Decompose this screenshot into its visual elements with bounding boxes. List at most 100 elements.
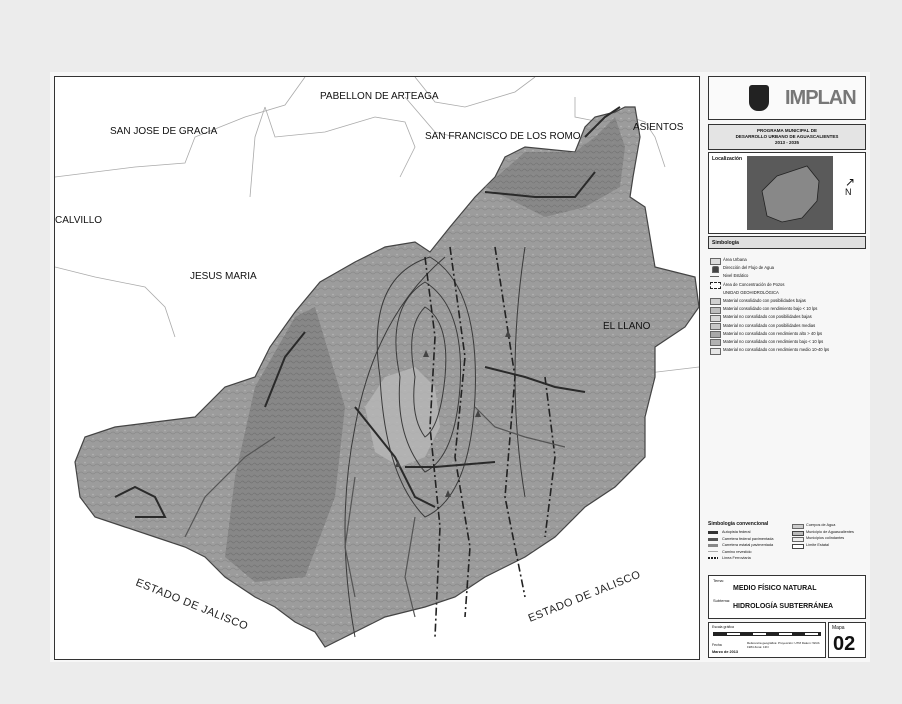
subtheme-title: HIDROLOGÍA SUBTERRÁNEA [733,603,834,610]
highways [114,106,621,518]
conventional-item: Carretera federal pavimentada [708,536,786,543]
dashed-area-swatch [710,282,721,290]
crest-icon [749,85,769,111]
conventional-item: Límite Estatal [792,542,868,549]
conventional-item: Cuerpos de Agua [792,522,868,529]
legend-item: UNIDAD GEOHIDROLÓGICA [708,289,866,297]
state-limit-swatch [792,543,804,549]
legend-label: Material no consolidado con posibilidade… [723,322,816,328]
railway-lines [424,246,556,638]
legend-label: Área Urbana [723,257,747,262]
conventional-label: Municipio de Aguascalientes [806,529,854,534]
date-label: Fecha [712,643,722,647]
scale-title: Escala gráfica [712,625,734,629]
legend-swatch [710,339,721,347]
subtheme-label: Subtema: [713,598,731,603]
legend-item: Dirección del Flujo de Agua [708,264,866,273]
north-arrow-icon: ↗ N [845,175,856,197]
map-number: 02 [833,633,856,655]
legend-panel: IMPLAN PROGRAMA MUNICIPAL DE DESARROLLO … [708,76,868,658]
program-line-3: 2013 - 2035 [774,140,800,145]
conventional-label: Límite Estatal [806,542,830,547]
legend-label: Material consolidado con rendimiento baj… [723,306,818,312]
legend-swatch [710,331,721,339]
water-flow-arrows [395,330,511,497]
legend-item: Área de Concentración de Pozos [708,281,866,290]
north-label: N [845,187,852,197]
program-title: PROGRAMA MUNICIPAL DE DESARROLLO URBANO … [708,124,866,150]
railway-swatch [708,557,718,559]
conventional-item: Carretera estatal pavimentada [708,542,786,549]
legend-label: Área de Concentración de Pozos [723,281,785,287]
legend-item: Nivel Estático [708,272,866,280]
label-calvillo: CALVILLO [55,215,102,226]
theme-block: Tema: MEDIO FÍSICO NATURAL Subtema: HIDR… [708,575,866,619]
legend-item: Material no consolidado con posibilidade… [708,322,866,330]
legend-item: Material no consolidado con rendimiento … [708,338,866,347]
legend-swatch [710,257,721,265]
symbology-header: Simbología [708,236,866,249]
label-jesus-maria: JESUS MARIA [190,271,257,282]
conventional-label: Línea Ferroviaria [722,556,751,560]
flow-arrow-icon [712,265,719,273]
road-swatch [708,531,718,534]
map-number-block: Mapa 02 [828,622,866,658]
label-asientos: ASIENTOS [633,122,684,133]
conventional-item: Municipios colindantes [792,535,868,542]
legend-swatch [710,314,721,322]
label-pabellon: PABELLON DE ARTEAGA [320,91,439,102]
label-el-llano: EL LLANO [603,321,651,332]
legend-label: UNIDAD GEOHIDROLÓGICA [723,289,779,295]
conventional-label: Cuerpos de Agua [806,523,836,527]
roads [184,406,566,618]
theme-title: MEDIO FÍSICO NATURAL [733,585,817,592]
location-minimap [747,156,833,230]
static-level-contours [344,246,526,638]
location-title: Localización [712,156,743,162]
sierra-zone [225,307,345,582]
legend-item: Material no consolidado con rendimiento … [708,346,866,355]
legend-list: Área Urbana Dirección del Flujo de Agua … [708,256,866,355]
legend-swatch [710,323,721,330]
conventional-item: Camino revestido [708,549,786,556]
date-value: Marzo de 2013 [712,650,738,654]
minimap-svg [747,156,833,230]
line-swatch [710,276,719,278]
municipality-swatch [792,537,804,542]
northeast-zone [485,117,625,217]
map-canvas: PABELLON DE ARTEAGA SAN JOSE DE GRACIA S… [55,77,699,648]
legend-swatch [710,306,721,314]
label-san-francisco: SAN FRANCISCO DE LOS ROMO [425,131,581,142]
label-jalisco-left: ESTADO DE JALISCO [134,577,250,633]
conventional-label: Municipios colindantes [806,536,845,540]
legend-item: Material consolidado con posibilidades b… [708,297,866,306]
logo-block: IMPLAN [708,76,866,120]
location-block: Localización ↗ N [708,152,866,234]
conventional-label: Camino revestido [722,549,752,554]
legend-label: Material no consolidado con rendimiento … [723,330,823,336]
program-line-1: PROGRAMA MUNICIPAL DE [757,128,817,133]
legend-swatch [710,347,721,355]
road-swatch [708,550,718,552]
legend-item: Material no consolidado con rendimiento … [708,330,866,339]
conventional-item: Línea Ferroviaria [708,555,786,562]
implan-logo: IMPLAN [785,87,857,109]
scale-block: Escala gráfica Fecha Marzo de 2013 Refer… [708,622,826,658]
label-san-jose-de-gracia: SAN JOSE DE GRACIA [110,126,218,137]
water-swatch [792,524,804,529]
conventional-item: Municipio de Aguascalientes [792,529,868,536]
road-swatch [708,544,718,547]
label-jalisco-right: ESTADO DE JALISCO [527,569,643,625]
legend-item: Área Urbana [708,256,866,265]
conventional-left-list: Autopista federal Carretera federal pavi… [708,529,786,562]
map-number-label: Mapa [832,625,845,631]
legend-item: Material consolidado con rendimiento baj… [708,305,866,314]
legend-label: Nivel Estático [723,273,749,279]
legend-label: Dirección del Flujo de Agua [723,265,774,271]
scale-bar [713,632,821,636]
legend-item: Material no consolidado con posibilidade… [708,313,866,322]
legend-label: Material consolidado con posibilidades b… [723,297,806,303]
program-line-2: DESARROLLO URBANO DE AGUASCALIENTES [735,134,839,139]
legend-label: Material no consolidado con rendimiento … [723,347,830,353]
legend-label: Material no consolidado con rendimiento … [723,338,824,344]
